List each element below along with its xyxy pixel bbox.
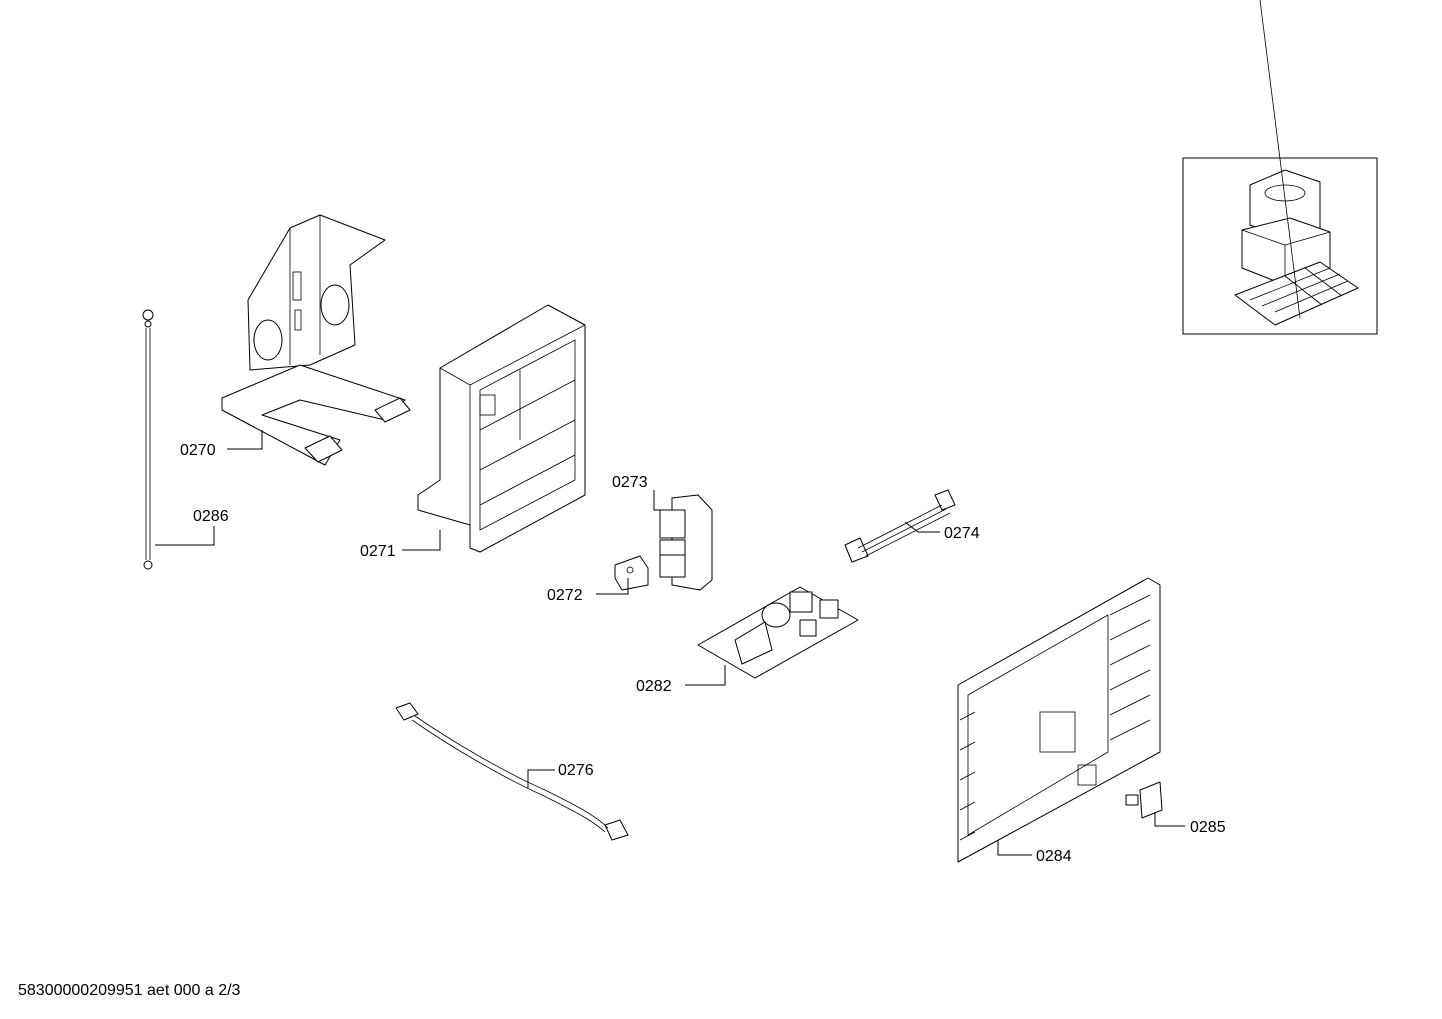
ribbon-cable-icon	[844, 489, 956, 563]
power-module-icon	[697, 586, 859, 679]
cover-clip-icon	[1125, 781, 1163, 819]
assembly-overview-icon	[1182, 0, 1378, 335]
electronics-housing-icon	[417, 304, 586, 553]
part-label-0272: 0272	[547, 587, 583, 604]
part-label-0286: 0286	[193, 508, 229, 525]
leader-lines	[155, 430, 1185, 856]
part-label-0282: 0282	[636, 678, 672, 695]
part-label-0274: 0274	[944, 525, 980, 542]
part-label-0271: 0271	[360, 543, 396, 560]
cable-harness-icon	[395, 702, 629, 841]
part-label-0276: 0276	[558, 762, 594, 779]
clip-icon	[614, 555, 649, 591]
part-label-0284: 0284	[1036, 848, 1072, 865]
document-id: 58300000209951 aet 000 a 2/3	[18, 982, 241, 999]
part-label-0270: 0270	[180, 442, 216, 459]
relay-board-icon	[659, 494, 713, 591]
part-label-0273: 0273	[612, 474, 648, 491]
mounting-bracket-icon	[221, 214, 411, 466]
ground-wire-icon	[142, 309, 154, 570]
part-label-0285: 0285	[1190, 819, 1226, 836]
cover-panel-icon	[957, 577, 1161, 863]
